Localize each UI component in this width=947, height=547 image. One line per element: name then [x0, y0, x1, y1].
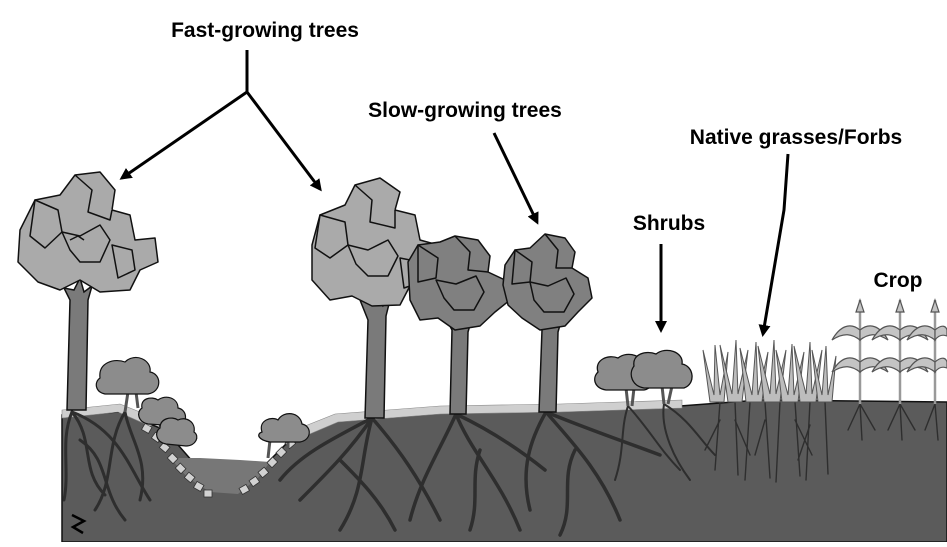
arrow-slow [494, 133, 537, 222]
tree-slow-1 [408, 236, 510, 414]
label-crop: Crop [874, 269, 923, 292]
label-native-grasses-forbs: Native grasses/Forbs [690, 126, 902, 149]
crop-plants [832, 300, 947, 404]
arrow-fast-right [247, 92, 320, 189]
label-shrubs: Shrubs [633, 212, 705, 235]
arrow-grasses [763, 154, 788, 334]
native-grasses-plants [703, 340, 836, 402]
label-slow-growing-trees: Slow-growing trees [368, 99, 562, 122]
soil-profile [62, 400, 947, 542]
shrubs-plants [595, 350, 692, 406]
arrow-fast-left [122, 92, 247, 178]
label-fast-growing-trees: Fast-growing trees [171, 19, 359, 42]
tree-slow-2 [503, 234, 592, 412]
